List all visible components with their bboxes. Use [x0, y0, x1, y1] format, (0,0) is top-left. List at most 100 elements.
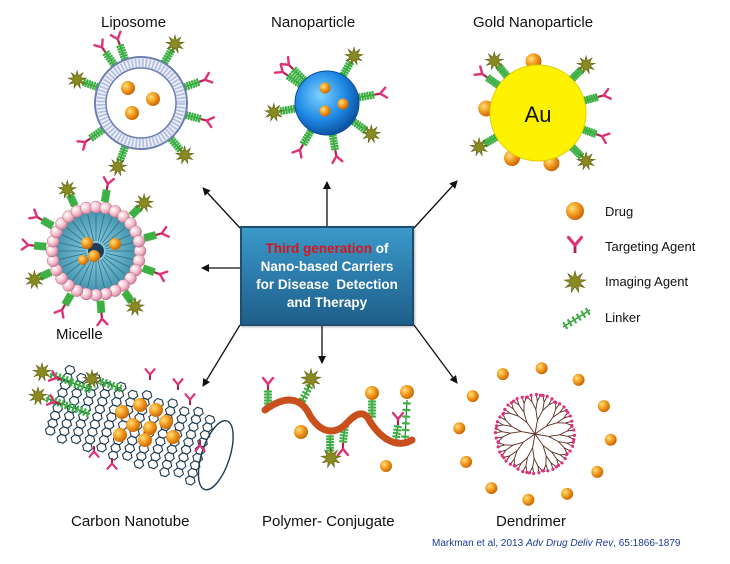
- drug-particle: [338, 99, 349, 110]
- linker-icon: [34, 243, 46, 250]
- targeting-agent-icon: [146, 369, 155, 380]
- label-micelle: Micelle: [56, 326, 103, 343]
- legend-targeting-label: Targeting Agent: [605, 239, 695, 254]
- drug-particle: [460, 456, 472, 468]
- gold-nanoparticle-illustration: Au: [470, 52, 611, 171]
- targeting-agent-icon: [393, 413, 403, 425]
- targeting-agent-icon: [196, 440, 205, 451]
- linker-icon: [104, 52, 117, 66]
- micelle-illustration: [22, 177, 169, 325]
- linker-icon: [359, 92, 375, 100]
- linker-icon: [184, 79, 199, 89]
- drug-particle: [166, 430, 180, 444]
- imaging-agent-icon: [176, 146, 194, 163]
- label-nanoparticle: Nanoparticle: [271, 14, 355, 31]
- drug-particle: [380, 460, 392, 472]
- drug-particle: [400, 385, 414, 399]
- targeting-agent-icon: [200, 114, 214, 127]
- center-line-4: and Therapy: [242, 294, 412, 312]
- drug-particle: [497, 368, 509, 380]
- drug-particle: [133, 398, 147, 412]
- arrow-to-nanotube: [203, 325, 240, 386]
- imaging-agent-icon: [301, 369, 321, 388]
- drug-particle: [115, 405, 129, 419]
- linker-icon: [123, 291, 134, 303]
- drug-particle: [467, 390, 479, 402]
- arrow-to-dendrimer: [414, 325, 457, 383]
- label-gold-nanoparticle: Gold Nanoparticle: [473, 14, 593, 31]
- targeting-agent-icon: [373, 88, 387, 100]
- drug-particle: [573, 374, 585, 386]
- polymer-conjugate-illustration: [263, 369, 414, 472]
- center-highlight: Third generation: [265, 241, 372, 256]
- drug-particle: [113, 428, 127, 442]
- linker-icon: [185, 112, 200, 121]
- legend-icons: [563, 202, 590, 328]
- linker-icon: [63, 294, 73, 306]
- imaging-agent-icon: [362, 125, 380, 142]
- drug-particle: [453, 422, 465, 434]
- targeting-agent-icon: [96, 312, 107, 325]
- linker-icon: [102, 190, 110, 202]
- linker-icon: [144, 232, 156, 240]
- linker-icon: [117, 146, 127, 161]
- central-concept-box: Third generation of Nano-based Carriers …: [240, 226, 414, 326]
- drug-particle: [365, 386, 379, 400]
- label-carbon-nanotube: Carbon Nanotube: [71, 513, 189, 530]
- citation-journal: Adv Drug Deliv Rev: [526, 538, 613, 549]
- drug-particle: [88, 250, 100, 262]
- targeting-agent-icon: [186, 394, 195, 405]
- linker-icon: [563, 309, 590, 328]
- drug-particle: [125, 106, 139, 120]
- arrow-to-gold: [414, 181, 457, 228]
- linker-icon: [143, 266, 154, 275]
- label-dendrimer: Dendrimer: [496, 513, 566, 530]
- drug-particle: [121, 81, 135, 95]
- drug-particle: [126, 418, 140, 432]
- targeting-agent-icon: [597, 89, 611, 102]
- linker-icon: [402, 400, 410, 440]
- citation: Markman et al, 2013 Adv Drug Deliv Rev, …: [432, 538, 680, 549]
- linker-icon: [97, 301, 104, 313]
- targeting-agent-icon: [174, 379, 183, 390]
- imaging-agent-icon: [564, 271, 586, 292]
- citation-authors: Markman et al, 2013: [432, 538, 526, 549]
- linker-icon: [484, 135, 497, 146]
- drug-particle: [143, 421, 157, 435]
- imaging-agent-icon: [29, 387, 47, 405]
- linker-icon: [353, 120, 367, 133]
- drug-particle: [598, 400, 610, 412]
- drug-particle: [561, 488, 573, 500]
- imaging-agent-icon: [33, 363, 51, 381]
- drug-particle: [109, 238, 121, 250]
- legend-drug-icon: [566, 202, 584, 220]
- targeting-agent-icon: [569, 237, 582, 253]
- legend-linker-label: Linker: [605, 310, 640, 325]
- linker-icon: [584, 94, 598, 103]
- citation-ref: , 65:1866-1879: [613, 538, 680, 549]
- linker-icon: [327, 435, 333, 452]
- targeting-agent-icon: [330, 149, 342, 163]
- drug-particle: [138, 433, 152, 447]
- nanoparticle-illustration: [265, 47, 387, 163]
- linker-icon: [497, 64, 509, 77]
- drug-particle: [591, 466, 603, 478]
- drug-particle: [536, 362, 548, 374]
- linker-icon: [330, 135, 338, 151]
- linker-icon: [571, 68, 583, 80]
- linker-icon: [301, 130, 313, 145]
- center-line-3: for Disease Detection: [242, 276, 412, 294]
- label-polymer-conjugate: Polymer- Conjugate: [262, 513, 395, 530]
- drug-particle: [605, 434, 617, 446]
- targeting-agent-icon: [263, 378, 273, 390]
- linker-icon: [130, 206, 141, 217]
- drug-particle: [159, 415, 173, 429]
- drug-particle: [149, 403, 163, 417]
- linker-icon: [117, 45, 127, 60]
- center-line-2: Nano-based Carriers: [242, 258, 412, 276]
- imaging-agent-icon: [265, 103, 283, 120]
- arrow-to-liposome: [203, 188, 240, 228]
- imaging-agent-icon: [83, 370, 101, 388]
- linker-icon: [583, 127, 596, 137]
